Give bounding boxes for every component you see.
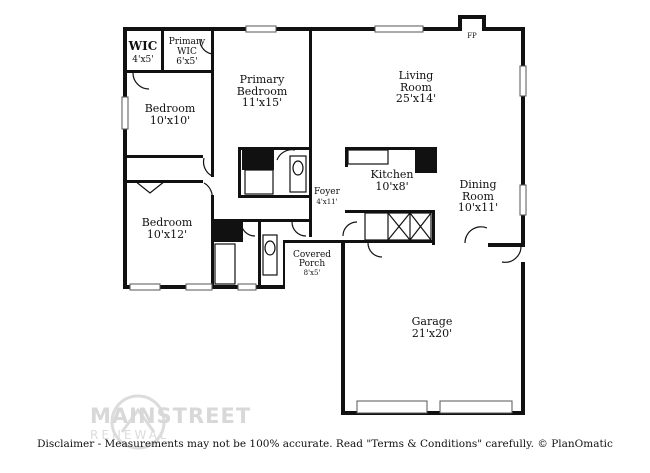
living-room-dims: 25'x14' [396,92,436,105]
primary-wic-name-1: Primary [169,37,206,47]
wic-dims: 4'x5' [132,55,153,65]
primary-bedroom-name-1: Primary [240,73,285,86]
bedroom-1-name: Bedroom [145,102,196,115]
bedroom-2-name: Bedroom [142,216,193,229]
dining-room-name-1: Dining [459,178,496,191]
primary-bedroom-dims: 11'x15' [242,96,282,109]
primary-bedroom-name-2: Bedroom [237,85,288,98]
fireplace-label: FP [467,32,477,40]
living-room-name-2: Room [400,81,433,94]
garage-name: Garage [412,315,453,328]
wic-name: WIC [128,39,158,53]
interior-walls [123,27,437,289]
walls [123,15,525,415]
living-room-name-1: Living [399,69,434,82]
primary-wic-name-2: WIC [177,47,197,57]
garage-dims: 21'x20' [412,327,452,340]
dining-room-dims: 10'x11' [458,201,498,214]
kitchen-dims: 10'x8' [375,180,408,193]
disclaimer-text: Disclaimer - Measurements may not be 100… [37,438,613,450]
covered-porch-name-1: Covered [293,250,331,260]
covered-porch-name-2: Porch [299,259,325,269]
primary-wic-dims: 6'x5' [176,57,197,67]
foyer-name: Foyer [314,187,341,197]
logo-text: MAINSTREET [90,404,252,428]
fixtures [214,149,432,285]
logo-icon [110,394,166,450]
windows [121,25,527,414]
covered-porch-dims: 8'x5' [304,269,321,277]
logo-subtext: RENEWAL [90,428,170,442]
kitchen-name: Kitchen [371,168,414,181]
bedroom-1-dims: 10'x10' [150,114,190,127]
foyer-dims: 4'x11' [316,198,337,206]
dining-room-name-2: Room [462,190,495,203]
bedroom-2-dims: 10'x12' [147,228,187,241]
doors [132,39,522,263]
